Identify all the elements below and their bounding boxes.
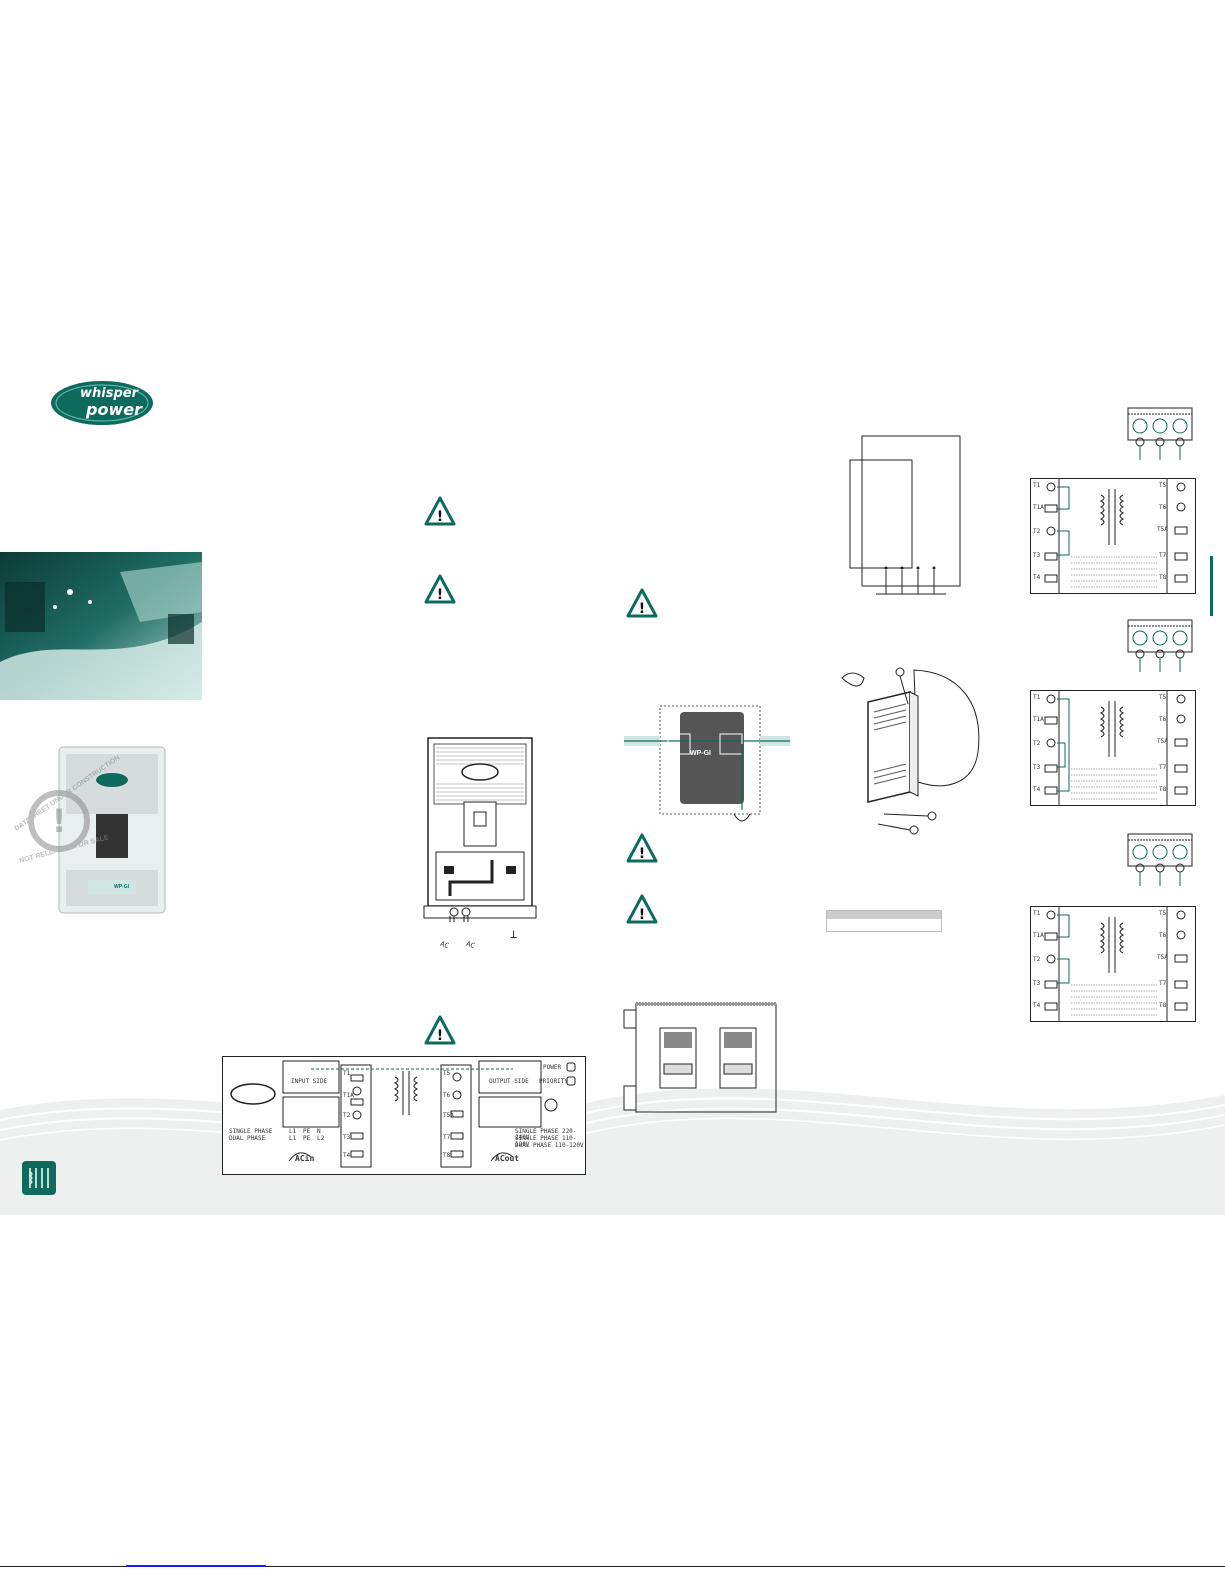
output-line-label: SINGLE PHASE 220-240V	[515, 1128, 577, 1141]
terminal-label-left: T2	[1033, 528, 1041, 535]
product-model-label: WP-GI	[114, 884, 129, 890]
nameplate-terminal: T3	[343, 1134, 351, 1141]
terminal-label-left: T1	[1033, 910, 1041, 917]
unit-front-drawing	[423, 737, 537, 922]
harbour-photo	[0, 552, 202, 700]
ac-cable-label: AC	[439, 939, 450, 951]
terminal-label-right: T5A	[1157, 738, 1168, 745]
wiring-product-model: WP-GI	[690, 750, 711, 757]
terminal-label-left: T1A	[1033, 504, 1044, 511]
input-terminal-label: L1	[289, 1135, 297, 1142]
svg-text:!: !	[639, 907, 645, 923]
warning-icon: !	[424, 496, 456, 526]
footer-wave-band	[0, 1088, 1225, 1215]
terminal-label-left: T1	[1033, 694, 1041, 701]
page-bottom-rule	[0, 1566, 1225, 1567]
terminal-strip-diagram	[1126, 830, 1194, 888]
terminal-label-left: T4	[1033, 1002, 1041, 1009]
svg-text:!: !	[52, 802, 67, 840]
transformer-icon	[22, 1161, 56, 1195]
terminal-label-right: T6	[1159, 932, 1167, 939]
power-led-label: POWER	[543, 1064, 562, 1071]
terminal-label-left: T2	[1033, 956, 1041, 963]
terminal-label-right: T7	[1159, 980, 1167, 987]
isolation-wiring-diagram	[624, 705, 790, 822]
nameplate: INPUT SIDE OUTPUT SIDE SINGLE PHASE DUAL…	[222, 1056, 586, 1175]
terminal-label-right: T7	[1159, 764, 1167, 771]
svg-text:!: !	[437, 509, 443, 525]
terminal-label-left: T4	[1033, 786, 1041, 793]
terminal-label-right: T7	[1159, 552, 1167, 559]
input-terminal-label: L2	[317, 1135, 325, 1142]
terminal-label-left: T1	[1033, 482, 1041, 489]
installation-clearance-diagram	[623, 1002, 777, 1113]
output-side-label: OUTPUT SIDE	[489, 1078, 529, 1085]
ac-cable-label: AC	[465, 939, 476, 951]
terminal-label-right: T8	[1159, 574, 1167, 581]
terminal-label-left: T1A	[1033, 932, 1044, 939]
logo-text-power: power	[86, 400, 142, 419]
warning-icon: !	[626, 588, 658, 618]
terminal-label-left: T2	[1033, 740, 1041, 747]
warning-icon: !	[424, 1015, 456, 1045]
terminal-label-right: T8	[1159, 1002, 1167, 1009]
nameplate-terminal: T7	[443, 1134, 451, 1141]
mounting-dimension-diagram	[849, 435, 961, 595]
svg-text:!: !	[437, 587, 443, 603]
warning-icon: !	[626, 833, 658, 863]
svg-text:!: !	[639, 601, 645, 617]
product-photo: WP-GI	[58, 746, 166, 916]
svg-text:!: !	[639, 846, 645, 862]
output-line-label: SINGLE PHASE 110-120V	[515, 1135, 577, 1148]
edge-tab	[1210, 556, 1213, 616]
wiring-diagram: T1 T1A T2 T3 T4 T5 T6 T5A T7 T8	[1030, 906, 1196, 1022]
nameplate-terminal: T1A	[343, 1092, 354, 1099]
nameplate-terminal: T5	[443, 1070, 451, 1077]
terminal-label-left: T3	[1033, 980, 1041, 987]
terminal-label-left: T3	[1033, 764, 1041, 771]
page-link[interactable]	[126, 1565, 266, 1567]
terminal-strip-diagram	[1126, 616, 1194, 674]
terminal-label-left: T3	[1033, 552, 1041, 559]
terminal-strip-diagram	[1126, 404, 1194, 462]
nameplate-terminal: T8	[443, 1152, 451, 1159]
warning-icon: !	[424, 574, 456, 604]
terminal-label-left: T4	[1033, 574, 1041, 581]
terminal-label-right: T6	[1159, 716, 1167, 723]
terminal-label-right: T5A	[1157, 526, 1168, 533]
input-terminal-label: PE	[303, 1128, 311, 1135]
nameplate-terminal: T5A	[443, 1112, 454, 1119]
nameplate-terminal: T6	[443, 1092, 451, 1099]
datasheet-watermark: ! DATASHEET UNDER CONSTRUCTION NOT RELEA…	[13, 754, 121, 866]
terminal-label-left: T1A	[1033, 716, 1044, 723]
single-phase-label: SINGLE PHASE	[229, 1128, 273, 1135]
warning-icon: !	[626, 894, 658, 924]
terminal-label-right: T5	[1159, 694, 1167, 701]
input-terminal-label: PE	[303, 1135, 311, 1142]
nameplate-terminal: T2	[343, 1112, 351, 1119]
wiring-diagram: T1 T1A T2 T3 T4 T5 T6 T5A T7 T8	[1030, 690, 1196, 806]
caption-bar	[826, 910, 942, 932]
terminal-label-right: T8	[1159, 786, 1167, 793]
terminal-label-right: T5A	[1157, 954, 1168, 961]
terminal-label-right: T5	[1159, 910, 1167, 917]
nameplate-terminal: T4	[343, 1152, 351, 1159]
priority-led-label: PRIORITY	[539, 1078, 568, 1085]
ground-symbol-label: ⊥	[510, 927, 518, 941]
input-side-label: INPUT SIDE	[291, 1078, 328, 1085]
ac-out-label: ACout	[495, 1154, 520, 1163]
ac-in-label: ACin	[295, 1154, 315, 1163]
output-line-label: DUAL PHASE 110-120V	[515, 1142, 584, 1149]
whisper-power-logo: whisper power	[50, 380, 154, 426]
nameplate-terminal: T1	[343, 1070, 351, 1077]
wall-mounting-isometric-diagram	[841, 667, 980, 835]
svg-text:!: !	[437, 1028, 443, 1044]
wiring-diagram: T1 T1A T2 T3 T4 T5 T6 T5A T7 T8	[1030, 478, 1196, 594]
terminal-label-right: T5	[1159, 482, 1167, 489]
dual-phase-label: DUAL PHASE	[229, 1135, 266, 1142]
input-terminal-label: N	[317, 1128, 321, 1135]
terminal-label-right: T6	[1159, 504, 1167, 511]
input-terminal-label: L1	[289, 1128, 297, 1135]
logo-text-whisper: whisper	[80, 386, 138, 401]
